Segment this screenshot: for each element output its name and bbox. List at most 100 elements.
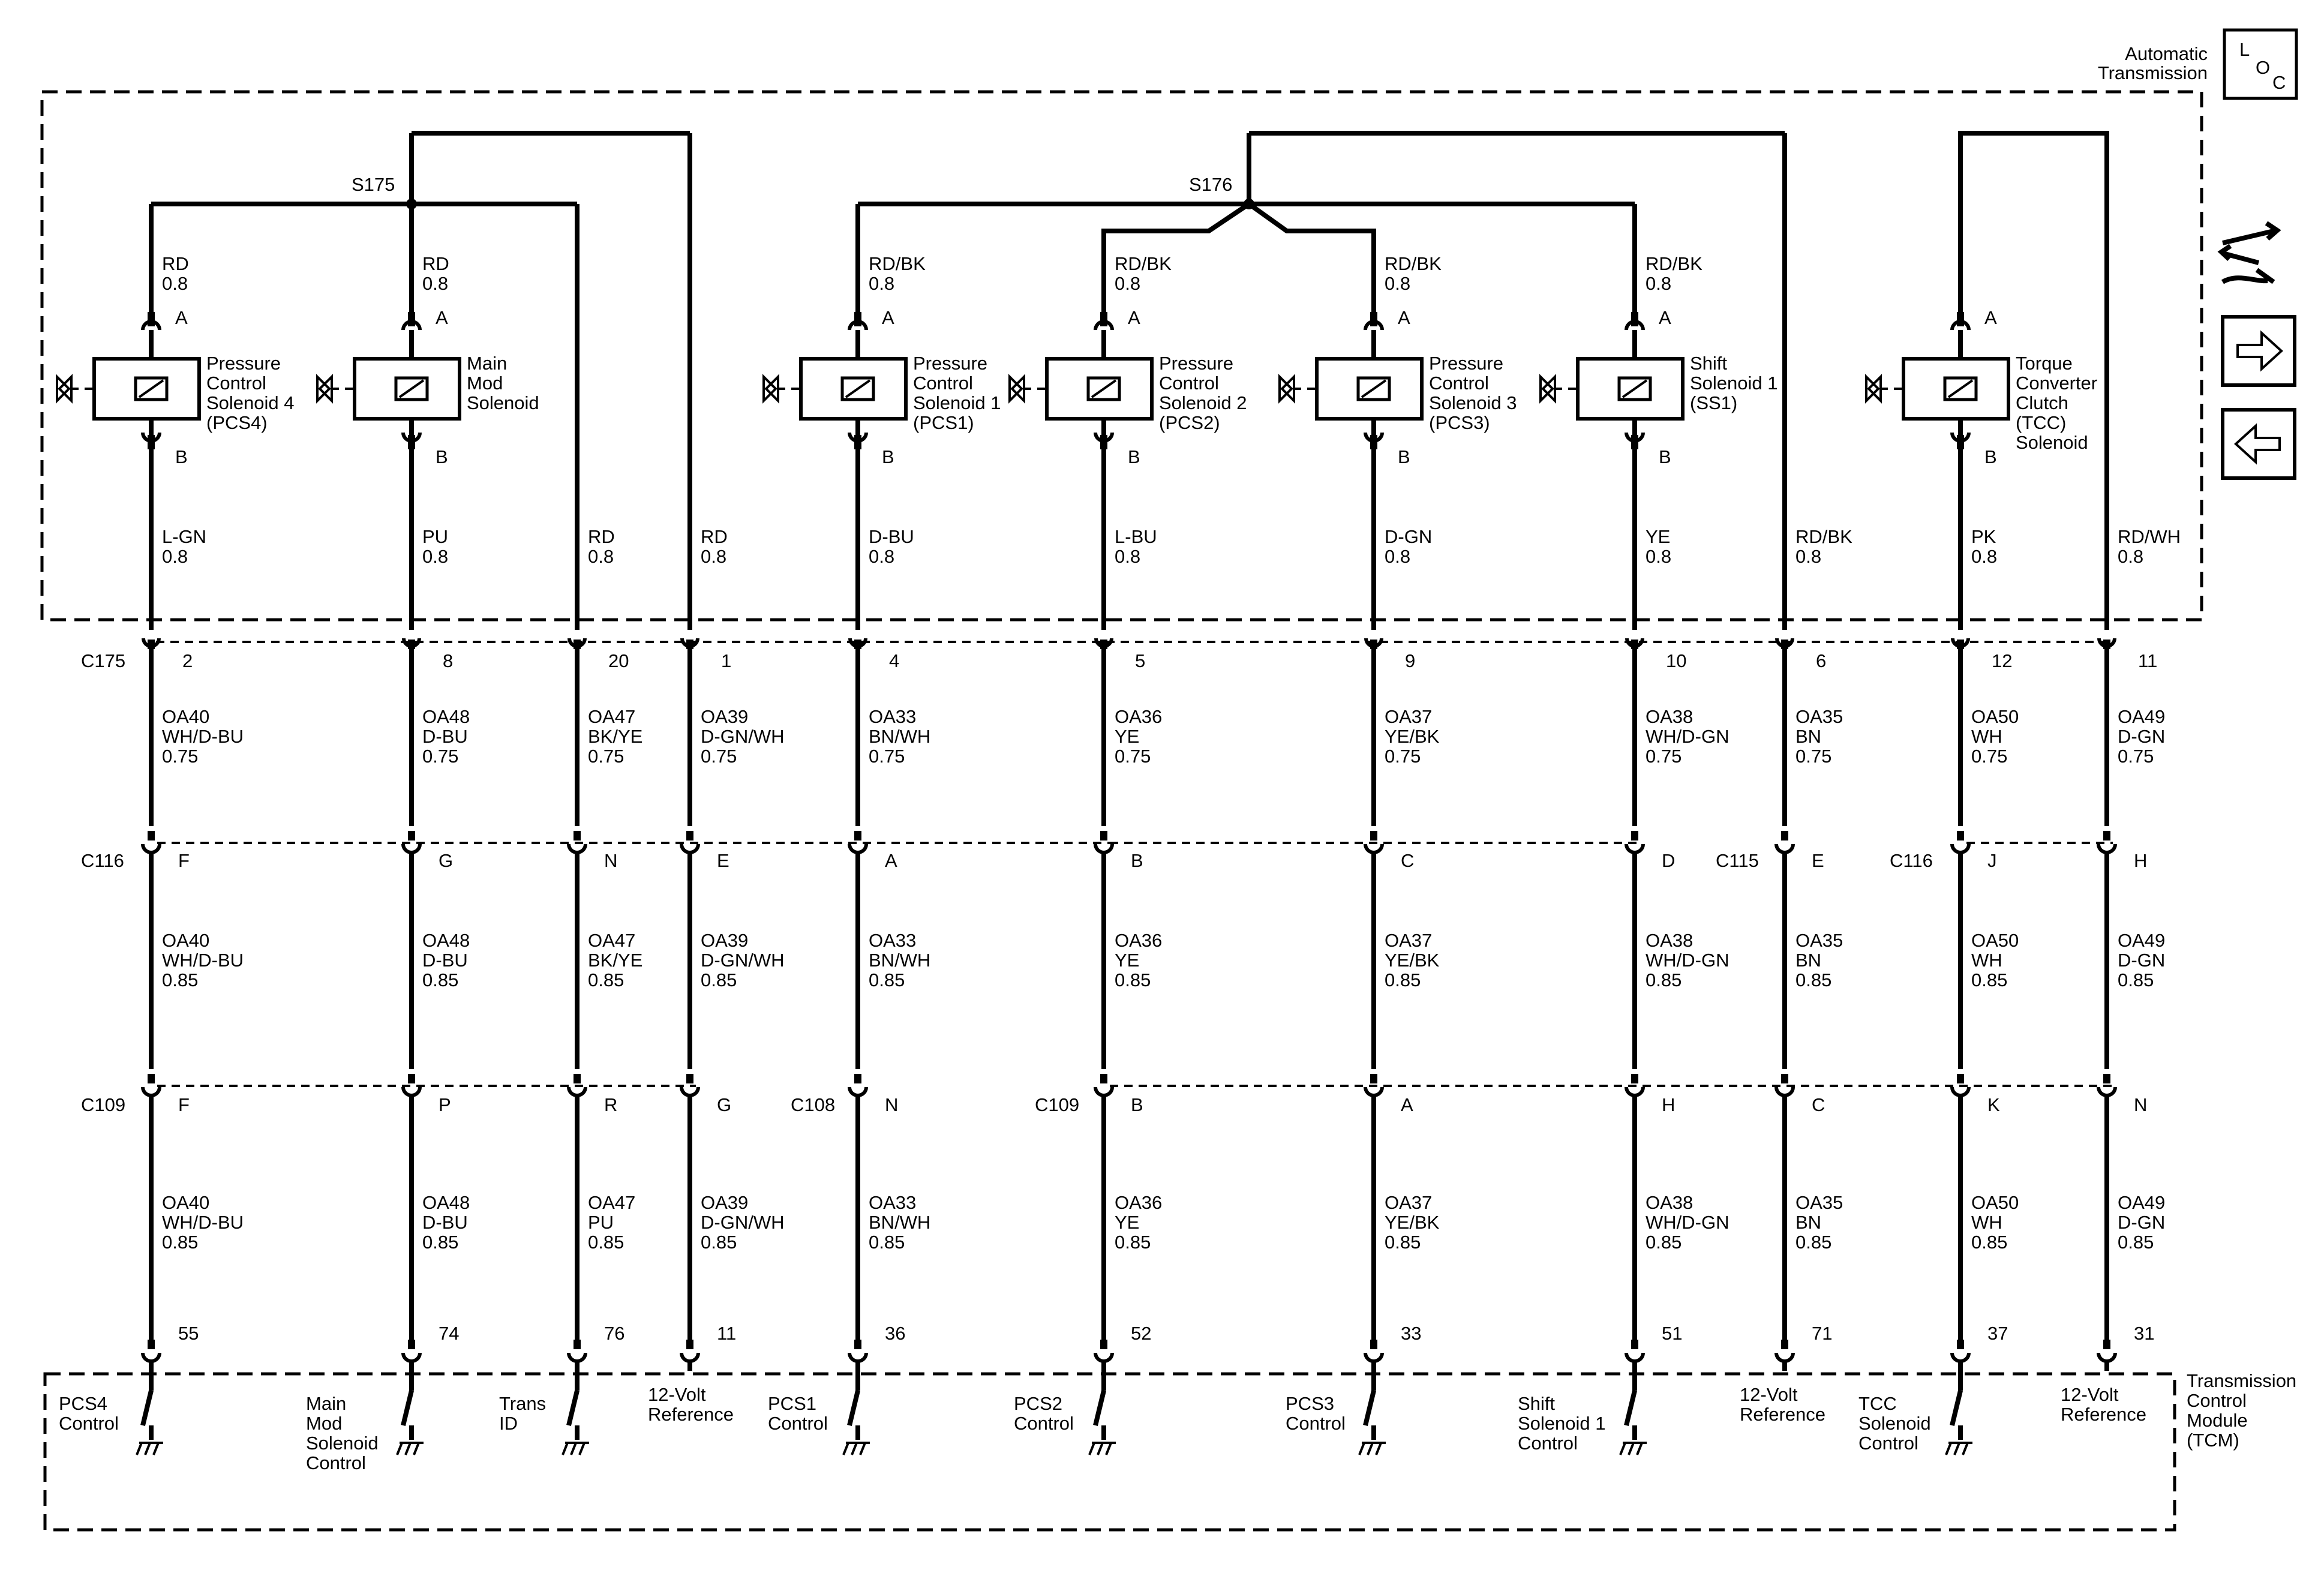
circuit-seg2-label-line: 0.85	[701, 969, 737, 990]
connector-row2-pin	[1774, 831, 1795, 854]
circuit-seg2-label-line: BK/YE	[588, 950, 642, 971]
arrow-right-icon[interactable]	[2221, 315, 2296, 387]
tcm-pin-function-label-line: Control	[1858, 1433, 1918, 1454]
pin-cup	[141, 1086, 161, 1097]
connector-c175-pin	[1094, 638, 1113, 649]
circuit-9: RD/BK0.86OA35BN0.75EOA35BN0.85COA35BN0.8…	[1782, 526, 1852, 1371]
circuit-seg1-label-line: OA35	[1795, 706, 1843, 727]
connector-row2-pin	[1625, 831, 1645, 854]
circuit-seg1-label-line: BN/WH	[869, 726, 930, 747]
solenoid-pin-b-terminal	[148, 435, 155, 449]
pin-cup	[1625, 1352, 1645, 1363]
connector-c175-pin-label: 6	[1816, 650, 1826, 671]
circuit-seg3-label-line: D-GN	[2118, 1212, 2165, 1233]
circuit-seg1-label-line: BK/YE	[588, 726, 642, 747]
solenoid-pin-a-label: A	[1398, 307, 1410, 328]
tcm-pin	[401, 1340, 422, 1363]
circuit-seg3-label-line: OA50	[1971, 1192, 2019, 1213]
tcm-pin-function-label-line: Shift	[1518, 1393, 1555, 1414]
tcm-pin-function-label-line: Solenoid 1	[1518, 1413, 1606, 1434]
tcm-pin-function-label-line: Reference	[648, 1404, 734, 1425]
tcm-pin-label: 55	[178, 1323, 199, 1344]
pin-cup	[1774, 1086, 1795, 1097]
pin-terminal	[1631, 831, 1638, 840]
circuit-seg2-label-line: OA35	[1795, 930, 1843, 951]
pin-cup	[1364, 843, 1384, 854]
circuit-lower-wire-label: L-BU0.8	[1115, 526, 1157, 567]
circuit-seg1-label-line: 0.75	[1385, 746, 1421, 767]
solenoid-name-line: Converter	[2016, 373, 2097, 394]
solenoid-body	[1315, 357, 1424, 421]
circuit-seg1-label-line: YE/BK	[1385, 726, 1440, 747]
arrow-left-icon[interactable]	[2221, 408, 2296, 480]
circuit-seg3-label-line: 0.85	[422, 1232, 458, 1253]
connector-c108-label: C108	[791, 1094, 835, 1115]
connector-row3-pin	[1774, 1074, 1795, 1097]
connector-row3-pin-label: R	[604, 1094, 617, 1115]
pin-terminal	[1781, 831, 1788, 840]
ground-icon	[1945, 1442, 1972, 1455]
connector-row3-pin	[567, 1074, 587, 1097]
connector-c175-pin	[142, 638, 161, 649]
connector-c116-label-left: C116	[81, 850, 124, 871]
circuit-lower-wire-label: RD0.8	[588, 526, 615, 567]
pin-terminal	[574, 1340, 581, 1349]
circuit-seg2-label-line: BN	[1795, 950, 1821, 971]
solenoid-valve-icon	[1865, 374, 1882, 404]
circuit-seg2-label-line: WH/D-BU	[162, 950, 244, 971]
connector-row2-pin-label: J	[1987, 850, 1997, 871]
circuit-seg2-label-line: OA38	[1646, 930, 1693, 951]
pin-cup	[848, 1086, 868, 1097]
tcm-pin	[848, 1340, 868, 1363]
pin-cup	[848, 1352, 868, 1363]
pin-terminal	[1781, 1074, 1788, 1083]
solenoid-name-line: Control	[206, 373, 266, 394]
tcm-pin	[1625, 1340, 1645, 1363]
tcm-pin-function-label-line: Control	[768, 1413, 828, 1434]
connector-c115-label: C115	[1716, 850, 1759, 871]
connector-row3-pin	[141, 1074, 161, 1097]
circuit-10: PK0.812OA50WH0.75JOA50WH0.85KOA50WH0.853…	[1945, 449, 2019, 1455]
solenoid-coil-slash	[1947, 379, 1974, 398]
connector-row2-pin-label: E	[1812, 850, 1824, 871]
connector-row3-pin	[680, 1074, 700, 1097]
circuit-seg2-label-line: 0.85	[1385, 969, 1421, 990]
circuit-seg3-label-line: OA37	[1385, 1192, 1432, 1213]
pin-terminal	[1370, 1074, 1377, 1083]
circuit-seg1-label-line: OA50	[1971, 706, 2019, 727]
tcm-pin-function-label-line: 12-Volt	[648, 1384, 706, 1405]
circuit-seg2-label-line: OA40	[162, 930, 209, 951]
circuit-seg2-label-line: D-GN/WH	[701, 950, 784, 971]
circuit-lower-wire-label: L-GN0.8	[162, 526, 206, 567]
ground-icon	[396, 1442, 424, 1455]
pin-cup	[141, 1352, 161, 1363]
circuit-lower-wire-label-line: YE	[1646, 526, 1670, 547]
solenoid-name-line: Pressure	[206, 353, 281, 374]
circuit-7: D-GN0.89OA37YE/BK0.75COA37YE/BK0.85AOA37…	[1358, 449, 1440, 1455]
tcm-pin-function-label-line: Reference	[1740, 1404, 1825, 1425]
solenoid-name-line: (PCS1)	[913, 412, 974, 433]
solenoid-pin-b-terminal	[1100, 435, 1107, 449]
circuit-seg1-label-line: 0.75	[869, 746, 905, 767]
solenoid-name-line: Solenoid 4	[206, 392, 295, 413]
wrench-arrows-icon[interactable]	[2217, 221, 2281, 284]
connector-row2-pin	[680, 831, 700, 854]
connector-c175-pin-label: 8	[443, 650, 453, 671]
connector-c175-pin-label: 4	[889, 650, 899, 671]
circuit-seg1-label-line: OA40	[162, 706, 209, 727]
circuit-seg2-label-line: OA37	[1385, 930, 1432, 951]
connector-row3-pin	[401, 1074, 422, 1097]
solenoid-pin-b-terminal	[1631, 435, 1638, 449]
pin-cup	[1094, 843, 1114, 854]
circuit-seg1-label-line: 0.75	[1115, 746, 1151, 767]
solenoid-pin-a-label: A	[175, 307, 188, 328]
solenoid-valve-icon	[56, 374, 73, 404]
connector-row2-pin	[1950, 831, 1971, 854]
circuit-lower-wire-label-line: 0.8	[2118, 546, 2143, 567]
loc-letter-o: O	[2256, 57, 2270, 78]
pin-terminal	[1100, 1074, 1107, 1083]
connector-row2-pin-label: D	[1662, 850, 1675, 871]
